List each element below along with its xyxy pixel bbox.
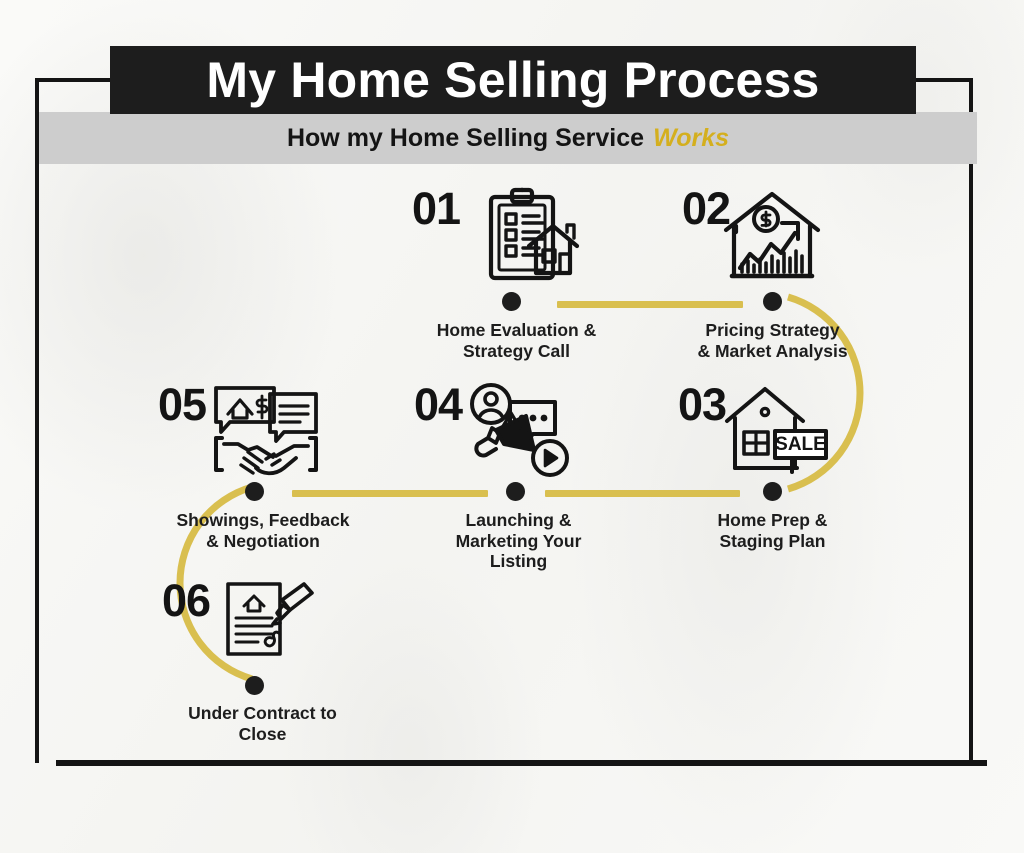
handshake-speech-bubble-icon [210,380,322,486]
step-06-number: 06 [162,575,211,626]
megaphone-marketing-media-icon [464,380,574,488]
subtitle-band [39,112,977,164]
title-banner: My Home Selling Process [110,46,916,114]
svg-text:SALE: SALE [775,434,826,455]
step-04-label: Launching & Marketing Your Listing [455,510,582,572]
step-05-head: 05 [150,378,375,488]
connector-line-04-05 [292,490,488,497]
connector-line-03-04 [545,490,740,497]
step-06-head: 06 [150,570,375,680]
step-02-dot [763,292,782,311]
step-03: 03 SALE Home Prep & Staging Plan [660,378,885,551]
step-04: 04 Laun [406,378,631,571]
step-02: 02 [660,182,885,361]
step-04-number: 04 [414,379,463,430]
step-01-number: 01 [412,183,461,234]
clipboard-checklist-house-icon [479,184,583,288]
step-02-head: 02 [660,182,885,292]
step-01-dot [502,292,521,311]
step-06-label: Under Contract to Close [188,703,337,744]
step-03-label: Home Prep & Staging Plan [717,510,828,551]
house-growth-chart-dollar-icon [718,188,826,288]
step-05-dot [245,482,264,501]
page-title: My Home Selling Process [206,52,820,108]
step-05-number: 05 [158,379,207,430]
step-03-head: 03 SALE [660,378,885,488]
step-05: 05 Showings, Feedb [150,378,375,551]
connector-line-01-02 [557,301,743,308]
step-06-dot [245,676,264,695]
step-02-label: Pricing Strategy & Market Analysis [697,320,848,361]
contract-signing-pen-icon [222,578,318,674]
step-01: 01 [404,182,629,361]
step-01-label: Home Evaluation & Strategy Call [436,320,597,361]
decorative-frame-bottom-rule [56,760,987,766]
subtitle-accent-text: Works [653,123,730,152]
subtitle: How my Home Selling Service Works [39,112,977,164]
step-06: 06 Under Contract to Close [150,570,375,744]
step-05-label: Showings, Feedback & Negotiation [176,510,350,551]
house-for-sale-sign-icon: SALE [722,384,832,484]
subtitle-main-text: How my Home Selling Service [286,123,645,152]
step-03-dot [763,482,782,501]
step-01-head: 01 [404,182,629,292]
step-04-head: 04 [406,378,631,488]
step-03-number: 03 [678,379,727,430]
step-04-dot [506,482,525,501]
